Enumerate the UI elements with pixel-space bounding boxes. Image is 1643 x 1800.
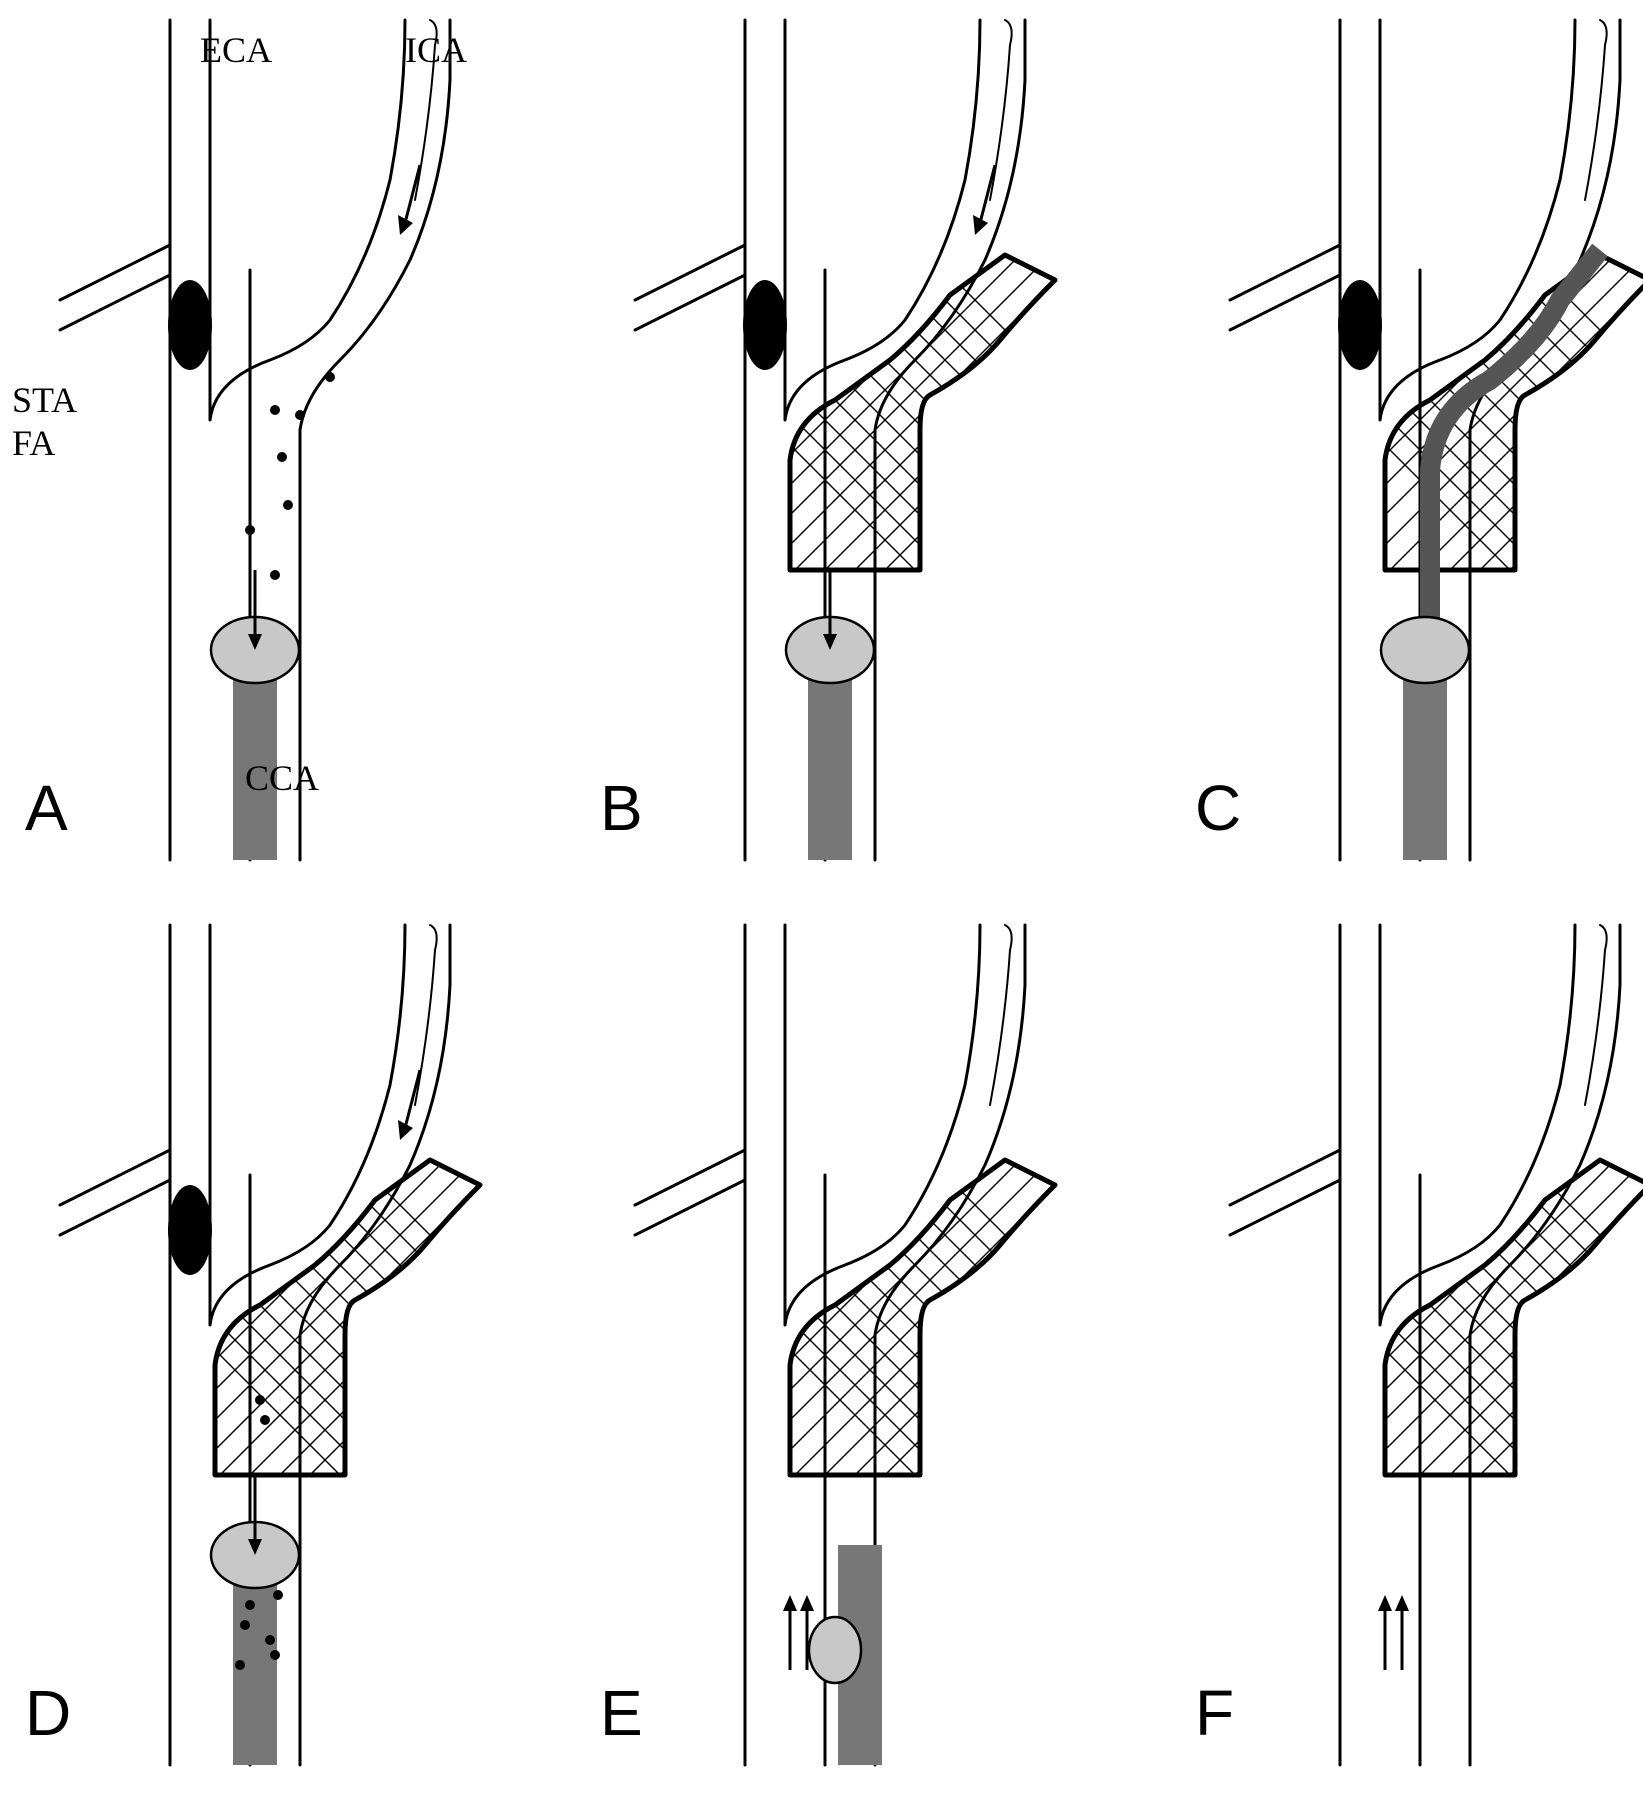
stent-mesh — [745, 975, 1085, 1675]
embolic-debris — [245, 525, 255, 535]
panel-e: E — [600, 923, 1085, 1767]
embolic-debris — [295, 410, 305, 420]
stent-outline — [1382, 1157, 1643, 1478]
ica-flow-arrow — [973, 164, 997, 235]
ica-outer-wall — [873, 18, 1027, 862]
eca-occlusion-balloon — [168, 280, 212, 370]
embolic-debris — [235, 1660, 245, 1670]
panel-d: D — [25, 923, 510, 1767]
embolic-debris — [325, 372, 335, 382]
ica-inner-wall — [783, 923, 982, 1327]
ica-lumen-line — [989, 924, 1013, 1106]
reverse-flow-arrow — [248, 1475, 262, 1555]
panel-b: B — [600, 18, 1085, 862]
embolic-debris — [240, 1620, 250, 1630]
embolic-debris — [260, 1415, 270, 1425]
reverse-flow-arrow — [823, 570, 837, 650]
ica-lumen-line — [1584, 19, 1608, 201]
stent — [745, 975, 1085, 1675]
sta-fa-branch — [633, 1148, 747, 1237]
panel-label: B — [600, 772, 643, 844]
sta-fa-branch — [633, 243, 747, 332]
ica-outer-wall — [1468, 923, 1622, 1767]
label-ica: ICA — [405, 30, 467, 70]
ica-inner-wall — [783, 18, 982, 422]
eca-occlusion-balloon — [1338, 280, 1382, 370]
ica-inner-wall — [1378, 18, 1577, 422]
embolic-debris — [270, 405, 280, 415]
reverse-flow-arrow — [248, 570, 262, 650]
eca-occlusion-balloon — [168, 1185, 212, 1275]
label-eca: ECA — [200, 30, 272, 70]
ica-inner-wall — [1378, 923, 1577, 1327]
panel-label: C — [1195, 772, 1241, 844]
guide-catheter — [1420, 243, 1608, 630]
stent — [1340, 70, 1643, 770]
eca-occlusion-balloon — [743, 280, 787, 370]
antegrade-flow-arrow-1 — [1378, 1595, 1392, 1670]
panel-a: A — [25, 18, 452, 862]
antegrade-flow-arrow-2 — [800, 1595, 814, 1670]
embolic-debris — [270, 570, 280, 580]
stent — [1340, 975, 1643, 1675]
ica-flow-arrow — [398, 1069, 422, 1140]
stent-mesh — [1340, 975, 1643, 1675]
ica-outer-wall — [1468, 18, 1622, 862]
ica-outer-wall — [298, 18, 452, 862]
ica-inner-wall — [208, 923, 407, 1327]
embolic-debris — [245, 1600, 255, 1610]
cca-balloon — [1379, 615, 1471, 685]
sta-fa-branch — [1228, 1148, 1342, 1237]
panel-c: C — [1195, 18, 1643, 862]
ica-lumen-line — [414, 19, 438, 201]
stent-outline — [787, 252, 1058, 573]
label-fa: FA — [12, 423, 55, 463]
panel-label: F — [1195, 1677, 1234, 1749]
panel-label: D — [25, 1677, 71, 1749]
antegrade-flow-arrow-2 — [1395, 1595, 1409, 1670]
ica-inner-wall — [208, 18, 407, 422]
embolic-debris — [265, 1635, 275, 1645]
ica-outer-wall — [298, 923, 452, 1767]
ica-lumen-line — [414, 924, 438, 1106]
stent — [170, 975, 510, 1675]
panel-label: A — [25, 772, 68, 844]
ica-lumen-line — [1584, 924, 1608, 1106]
stent-outline — [1382, 252, 1643, 573]
ica-flow-arrow — [398, 164, 422, 235]
sta-fa-branch — [1228, 243, 1342, 332]
sta-fa-branch — [58, 1148, 172, 1237]
embolic-debris — [255, 1395, 265, 1405]
stent-outline — [212, 1157, 483, 1478]
cca-balloon-deflated — [807, 1615, 863, 1685]
embolic-debris — [283, 500, 293, 510]
panel-label: E — [600, 1677, 643, 1749]
stent-outline — [787, 1157, 1058, 1478]
sta-fa-branch — [58, 243, 172, 332]
panel-f: F — [1195, 923, 1643, 1767]
antegrade-flow-arrow-1 — [783, 1595, 797, 1670]
label-cca: CCA — [245, 758, 319, 798]
embolic-debris — [273, 1590, 283, 1600]
stent — [745, 70, 1085, 770]
label-sta: STA — [12, 380, 77, 420]
ica-lumen-line — [989, 19, 1013, 201]
embolic-debris — [270, 1650, 280, 1660]
embolic-debris — [277, 452, 287, 462]
ica-outer-wall — [873, 923, 1027, 1767]
